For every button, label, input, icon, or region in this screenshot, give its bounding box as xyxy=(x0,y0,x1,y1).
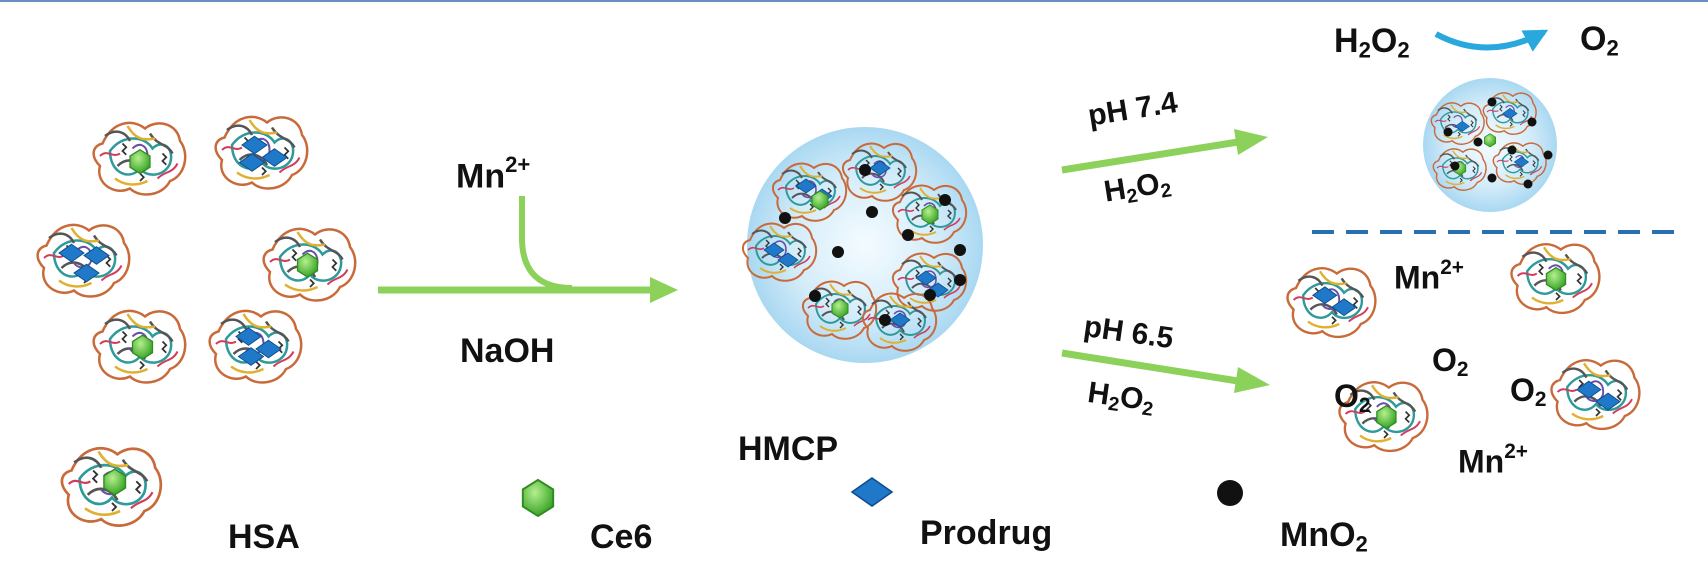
o2-center-label: O2 xyxy=(1432,342,1469,382)
h2o2-top-label: H2O2 xyxy=(1334,22,1410,63)
hmcp-nanoparticle xyxy=(741,127,983,363)
legend-mno2-icon xyxy=(1217,480,1243,506)
o2-top-label: O2 xyxy=(1580,20,1619,61)
hsa-protein-group xyxy=(36,115,357,527)
legend-mno2-label: MnO2 xyxy=(1280,516,1368,557)
legend-prodrug-icon xyxy=(851,477,893,507)
legend-ce6-label: Ce6 xyxy=(590,518,653,556)
mn-ion-label: Mn2+ xyxy=(456,152,531,196)
legend-ce6-icon xyxy=(521,478,555,517)
mno2-dots xyxy=(779,164,966,326)
hmcp-label: HMCP xyxy=(738,430,839,468)
hsa-label: HSA xyxy=(228,518,300,556)
legend-glyphs xyxy=(521,477,1243,517)
o2-left-label: O2 xyxy=(1334,378,1371,418)
o2-right-label: O2 xyxy=(1510,372,1547,412)
mn-ion-upper-right-label: Mn2+ xyxy=(1394,256,1464,296)
catalysis-arrow xyxy=(1434,29,1549,52)
naoh-label: NaOH xyxy=(460,332,555,370)
legend-prodrug-label: Prodrug xyxy=(920,514,1053,552)
synthesis-arrow xyxy=(378,196,678,303)
mn-ion-lower-right-label: Mn2+ xyxy=(1458,440,1528,480)
product-particle xyxy=(1423,78,1557,212)
ph-arrows xyxy=(1061,129,1270,393)
